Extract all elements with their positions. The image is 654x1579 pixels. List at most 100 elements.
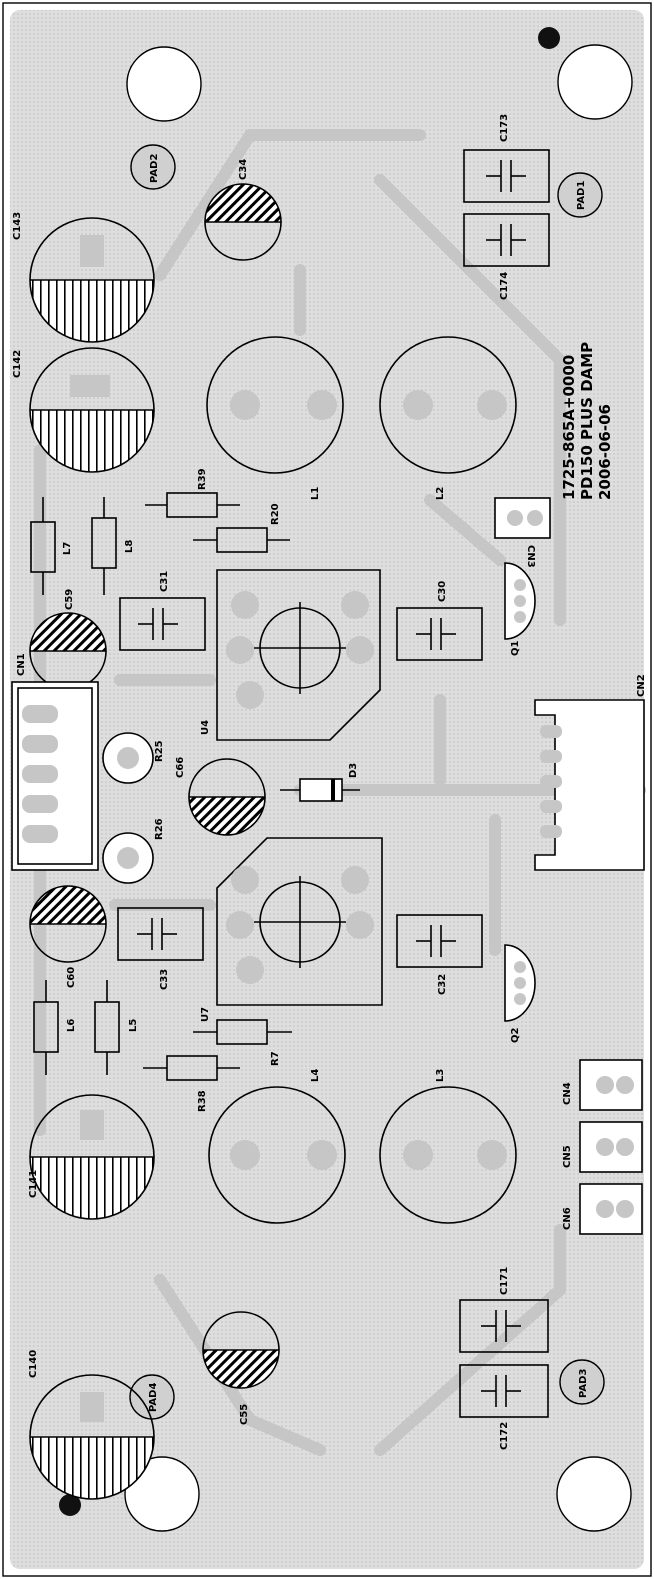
label-c66: C66 bbox=[175, 757, 186, 778]
label-l1: L1 bbox=[310, 487, 321, 500]
label-c34: C34 bbox=[238, 159, 249, 180]
label-pad1: PAD1 bbox=[576, 181, 587, 210]
label-r26: R26 bbox=[154, 818, 165, 840]
pad-pad2 bbox=[130, 144, 176, 190]
connector-cn1 bbox=[11, 681, 99, 871]
capacitor-c143 bbox=[29, 217, 155, 343]
capacitor-c171 bbox=[459, 1299, 549, 1353]
label-c173: C173 bbox=[499, 114, 510, 142]
inductor-l3 bbox=[379, 1086, 517, 1224]
label-u7: U7 bbox=[200, 1007, 211, 1022]
label-cn4: CN4 bbox=[562, 1082, 573, 1105]
inductors bbox=[206, 336, 517, 1224]
label-cn1: CN1 bbox=[16, 653, 27, 676]
label-cn5: CN5 bbox=[562, 1145, 573, 1168]
test-pads bbox=[129, 144, 605, 1420]
inductor-l8 bbox=[91, 497, 117, 595]
connector-cn5 bbox=[579, 1121, 643, 1173]
resistor-r25 bbox=[102, 732, 154, 784]
label-u4: U4 bbox=[200, 720, 211, 735]
label-l3: L3 bbox=[435, 1069, 446, 1082]
resistor-r39 bbox=[145, 492, 240, 518]
label-l4: L4 bbox=[310, 1069, 321, 1082]
pad-pad1 bbox=[557, 172, 603, 218]
connector-cn3 bbox=[494, 497, 551, 539]
capacitor-c66 bbox=[188, 758, 266, 836]
label-c60: C60 bbox=[66, 967, 77, 988]
label-c59: C59 bbox=[64, 589, 75, 610]
connector-cn2 bbox=[534, 699, 645, 871]
fiducial-top bbox=[538, 27, 560, 49]
label-l6: L6 bbox=[66, 1019, 77, 1032]
label-c31: C31 bbox=[159, 571, 170, 592]
label-r20: R20 bbox=[270, 503, 281, 525]
inductor-l6 bbox=[33, 980, 59, 1075]
designator-labels: C173 C174 PAD1 PAD2 C34 C143 C142 L1 L2 … bbox=[12, 114, 647, 1450]
label-r39: R39 bbox=[197, 468, 208, 490]
label-c141: C141 bbox=[28, 1170, 39, 1198]
resistor-r20 bbox=[193, 527, 290, 553]
smd-capacitors bbox=[117, 149, 550, 1418]
resistor-r38 bbox=[143, 1055, 240, 1081]
board-product-name: PD150 PLUS DAMP bbox=[578, 342, 596, 500]
label-cn2: CN2 bbox=[636, 674, 647, 697]
label-r38: R38 bbox=[197, 1090, 208, 1112]
label-c172: C172 bbox=[499, 1422, 510, 1450]
diode-d3 bbox=[280, 778, 360, 802]
label-pad4: PAD4 bbox=[148, 1383, 159, 1412]
label-cn6: CN6 bbox=[562, 1207, 573, 1230]
label-pad2: PAD2 bbox=[149, 154, 160, 183]
label-c171: C171 bbox=[499, 1267, 510, 1295]
label-c55: C55 bbox=[239, 1404, 250, 1425]
capacitor-c140 bbox=[29, 1374, 155, 1500]
mounting-holes bbox=[124, 44, 633, 1532]
transistor-q2 bbox=[504, 944, 536, 1022]
capacitor-c60 bbox=[29, 885, 107, 963]
label-q2: Q2 bbox=[510, 1027, 521, 1043]
fiducial-bottom bbox=[59, 1494, 81, 1516]
label-c30: C30 bbox=[437, 581, 448, 602]
label-c32: C32 bbox=[437, 974, 448, 995]
pad-pad3 bbox=[559, 1359, 605, 1405]
capacitor-c55 bbox=[202, 1311, 280, 1389]
axial-parts bbox=[30, 492, 292, 1081]
connector-cn6 bbox=[579, 1183, 643, 1235]
board-date: 2006-06-06 bbox=[596, 404, 614, 500]
inductor-l1 bbox=[206, 336, 344, 474]
capacitor-c174 bbox=[463, 213, 550, 267]
label-d3: D3 bbox=[348, 763, 359, 778]
regulator-u4 bbox=[216, 569, 381, 741]
inductor-l5 bbox=[94, 980, 120, 1075]
label-c143: C143 bbox=[12, 212, 23, 240]
regulator-u7 bbox=[216, 837, 383, 1006]
mounting-hole-bottom-right bbox=[556, 1456, 632, 1532]
capacitor-c30 bbox=[396, 607, 483, 661]
inductor-l7 bbox=[30, 497, 56, 595]
label-r25: R25 bbox=[154, 740, 165, 762]
capacitor-c141 bbox=[29, 1094, 155, 1220]
capacitor-c142 bbox=[29, 347, 155, 473]
label-l5: L5 bbox=[128, 1019, 139, 1032]
resistor-r7 bbox=[193, 1019, 292, 1045]
capacitor-c34 bbox=[204, 183, 282, 261]
capacitor-c31 bbox=[119, 597, 206, 651]
label-l8: L8 bbox=[124, 540, 135, 553]
label-pad3: PAD3 bbox=[578, 1369, 589, 1398]
capacitor-c33 bbox=[117, 907, 204, 961]
mounting-hole-top-left bbox=[126, 46, 202, 122]
label-c174: C174 bbox=[499, 272, 510, 300]
board-part-number: 1725-865A+0000 bbox=[560, 355, 578, 500]
transistor-q1 bbox=[504, 562, 536, 640]
inductor-l4 bbox=[208, 1086, 346, 1224]
capacitor-c32 bbox=[396, 914, 483, 968]
mounting-hole-bottom-left bbox=[124, 1456, 200, 1532]
capacitor-c173 bbox=[463, 149, 550, 203]
label-r7: R7 bbox=[270, 1051, 281, 1066]
label-l2: L2 bbox=[435, 487, 446, 500]
label-l7: L7 bbox=[62, 542, 73, 555]
capacitor-c172 bbox=[459, 1364, 549, 1418]
label-q1: Q1 bbox=[510, 640, 521, 656]
label-c140: C140 bbox=[28, 1350, 39, 1378]
resistor-r26 bbox=[102, 832, 154, 884]
